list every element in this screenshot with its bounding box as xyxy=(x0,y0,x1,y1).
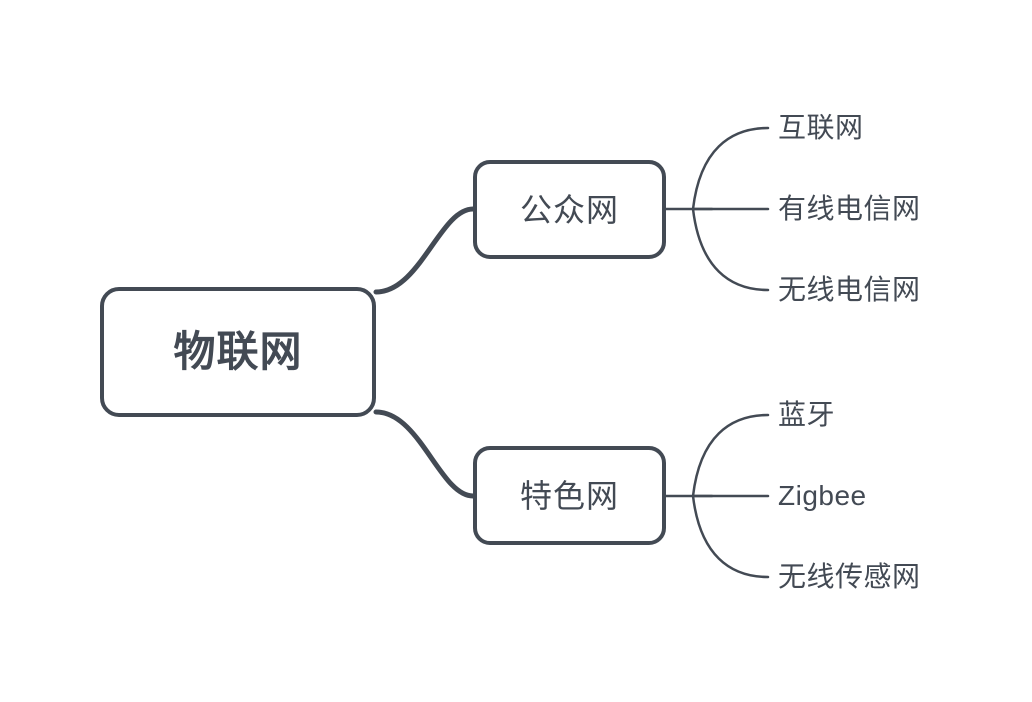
branch-node-label: 公众网 xyxy=(519,191,619,228)
branch-node-label: 特色网 xyxy=(519,477,619,514)
leaf-label-zigbee[interactable]: Zigbee xyxy=(778,480,867,511)
branch-connector-top xyxy=(373,206,476,295)
root-node-label: 物联网 xyxy=(173,328,303,375)
branch-node-public-network[interactable]: 公众网 xyxy=(473,160,666,259)
leaf-label-wired-telecom[interactable]: 有线电信网 xyxy=(778,193,921,224)
leaf-label-bluetooth[interactable]: 蓝牙 xyxy=(778,399,836,430)
leaf-connector-wireless-telecom xyxy=(691,207,770,292)
branch-node-featured-network[interactable]: 特色网 xyxy=(473,446,666,545)
root-node[interactable]: 物联网 xyxy=(100,287,376,417)
leaf-label-wireless-sensor[interactable]: 无线传感网 xyxy=(778,561,921,592)
branch-connector-bottom xyxy=(373,409,476,499)
leaf-connector-internet xyxy=(691,126,770,211)
leaf-connector-bluetooth xyxy=(691,413,770,498)
leaf-connector-wireless-sensor xyxy=(691,494,770,579)
leaf-label-internet[interactable]: 互联网 xyxy=(778,112,864,143)
leaf-label-wireless-telecom[interactable]: 无线电信网 xyxy=(778,274,921,305)
